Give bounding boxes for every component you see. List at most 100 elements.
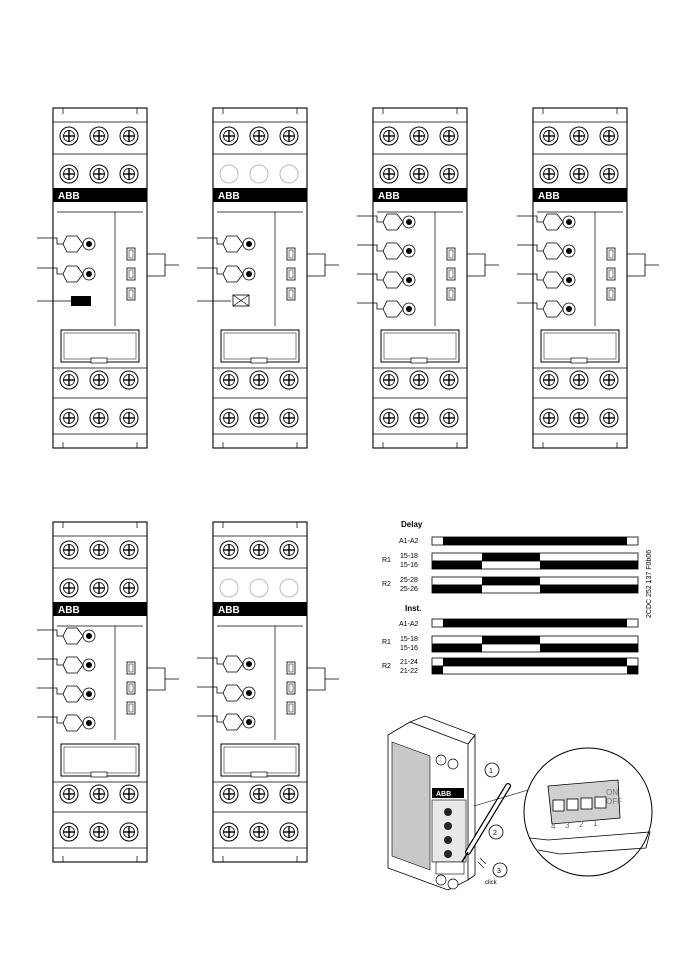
delay-r1-bot: 15-16 bbox=[400, 562, 418, 569]
delay-a1a2-segment bbox=[443, 537, 627, 545]
led-callout bbox=[147, 668, 179, 690]
terminal-screw-icon bbox=[220, 823, 238, 841]
label-box bbox=[71, 296, 91, 306]
inst-r2-bot-segment bbox=[627, 666, 638, 674]
knob-center bbox=[86, 720, 92, 726]
brand-logo: ABB bbox=[58, 605, 80, 616]
brand-logo: ABB bbox=[378, 191, 400, 202]
terminal-screw-icon bbox=[440, 165, 458, 183]
inst-r2-bot: 21-22 bbox=[400, 668, 418, 675]
device-illustrations: ABBABBABBABBABBABB bbox=[37, 108, 659, 862]
terminal-screw-icon bbox=[380, 409, 398, 427]
terminal-screw-icon bbox=[380, 127, 398, 145]
knob-center bbox=[86, 633, 92, 639]
delay-r1-top-segment bbox=[482, 553, 540, 561]
potentiometer-icon bbox=[37, 657, 95, 673]
inst-r2-bot-segment bbox=[432, 666, 443, 674]
terminal-screw-icon bbox=[250, 165, 268, 183]
terminal-screw-icon bbox=[220, 785, 238, 803]
label-window bbox=[381, 330, 459, 362]
potentiometer-icon bbox=[37, 686, 95, 702]
terminal-screw-icon bbox=[90, 165, 108, 183]
potentiometer-icon bbox=[517, 272, 575, 288]
terminal-screw-icon bbox=[570, 371, 588, 389]
terminal-screw-icon bbox=[600, 127, 618, 145]
dip-num-3: 3 bbox=[565, 821, 570, 830]
window-tab bbox=[411, 358, 427, 363]
delay-a1a2-label: A1-A2 bbox=[399, 538, 419, 545]
led-callout bbox=[307, 668, 339, 690]
inst-title: Inst. bbox=[405, 604, 421, 613]
terminal-screw-icon bbox=[600, 371, 618, 389]
terminal-screw-icon bbox=[440, 371, 458, 389]
label-window bbox=[541, 330, 619, 362]
terminal-screw-icon bbox=[280, 371, 298, 389]
inst-a1a2-label: A1-A2 bbox=[399, 621, 419, 628]
inst-r2-bot-frame bbox=[432, 666, 638, 674]
terminal-screw-icon bbox=[410, 127, 428, 145]
inst-r1-label: R1 bbox=[382, 639, 391, 646]
inst-a1a2-segment bbox=[443, 619, 627, 627]
terminal-screw-icon bbox=[410, 165, 428, 183]
knob-center bbox=[86, 271, 92, 277]
window-tab bbox=[251, 358, 267, 363]
delay-r2-bot-segment bbox=[432, 585, 482, 593]
window-tab bbox=[91, 772, 107, 777]
click-label: click bbox=[485, 880, 498, 886]
led-callout bbox=[147, 254, 179, 276]
dip-num-2: 2 bbox=[579, 820, 584, 829]
terminal-screw-icon bbox=[600, 409, 618, 427]
terminal-screw-icon bbox=[120, 541, 138, 559]
inst-r1-bot-segment bbox=[540, 644, 638, 652]
timing-diagrams: Delay A1-A2 R1 15-18 15-16 R2 25-28 25-2… bbox=[382, 520, 653, 675]
terminal-screw-icon bbox=[120, 785, 138, 803]
terminal-screw-icon bbox=[60, 579, 78, 597]
delay-r2-label: R2 bbox=[382, 581, 391, 588]
knob-center bbox=[406, 248, 412, 254]
potentiometer-icon bbox=[444, 850, 452, 858]
screw-outline bbox=[220, 165, 238, 183]
terminal-screw-icon bbox=[250, 409, 268, 427]
delay-r2-top: 25-28 bbox=[400, 577, 418, 584]
dip-num-4: 4 bbox=[551, 822, 556, 831]
terminal-screw-icon bbox=[280, 823, 298, 841]
delay-r2-top-segment bbox=[482, 577, 540, 585]
terminal-screw-icon bbox=[120, 127, 138, 145]
knob-center bbox=[566, 248, 572, 254]
terminal-screw-icon bbox=[540, 165, 558, 183]
potentiometer-icon bbox=[517, 243, 575, 259]
terminal-screw-icon bbox=[436, 875, 446, 885]
potentiometer-icon bbox=[357, 243, 415, 259]
terminal-screw-icon bbox=[570, 165, 588, 183]
screw-outline bbox=[250, 165, 268, 183]
terminal-screw-icon bbox=[90, 823, 108, 841]
knob-center bbox=[86, 662, 92, 668]
potentiometer-icon bbox=[37, 236, 95, 252]
terminal-screw-icon bbox=[220, 579, 238, 597]
terminal-screw-icon bbox=[440, 127, 458, 145]
knob-center bbox=[246, 241, 252, 247]
terminal-screw-icon bbox=[380, 165, 398, 183]
terminal-screw-icon bbox=[570, 127, 588, 145]
delay-r2-bot: 25-26 bbox=[400, 586, 418, 593]
brand-logo: ABB bbox=[218, 605, 240, 616]
device-d6: ABB bbox=[197, 522, 339, 862]
label-window bbox=[221, 330, 299, 362]
screwdriver-icon bbox=[462, 786, 508, 862]
terminal-screw-icon bbox=[220, 127, 238, 145]
figure-code: 2CDC 252 137 F0b06 bbox=[646, 550, 653, 618]
window-tab bbox=[571, 358, 587, 363]
terminal-screw-icon bbox=[250, 541, 268, 559]
potentiometer-icon bbox=[197, 714, 255, 730]
terminal-screw-icon bbox=[60, 371, 78, 389]
potentiometer-icon bbox=[197, 685, 255, 701]
terminal-screw-icon bbox=[380, 371, 398, 389]
terminal-screw-icon bbox=[120, 409, 138, 427]
potentiometer-icon bbox=[197, 236, 255, 252]
led-callout bbox=[627, 254, 659, 276]
knob-center bbox=[246, 719, 252, 725]
terminal-screw-icon bbox=[90, 579, 108, 597]
knob-center bbox=[86, 241, 92, 247]
screw-outline bbox=[280, 579, 298, 597]
